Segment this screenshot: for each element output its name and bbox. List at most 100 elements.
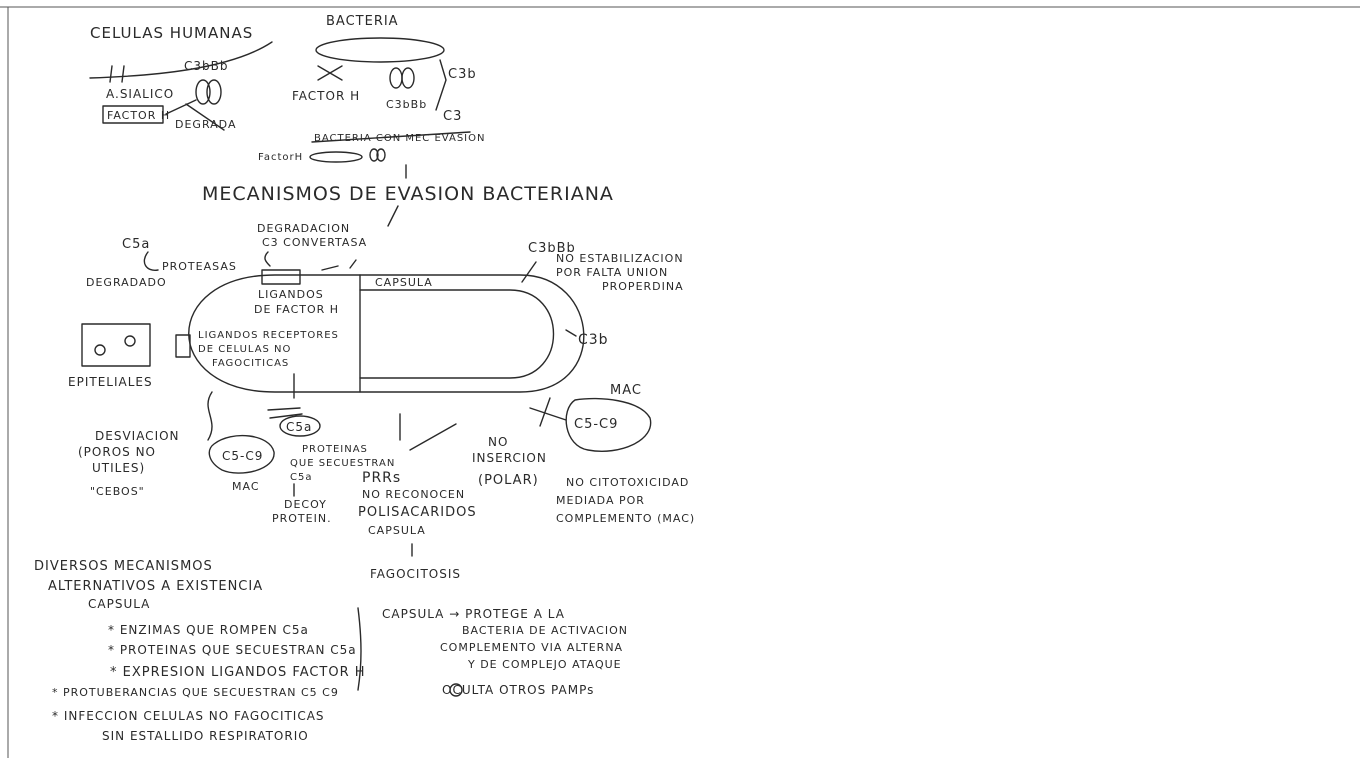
label-fagocitosis: FAGOCITOSIS: [370, 567, 461, 581]
label-decoy-2: PROTEIN.: [272, 512, 332, 525]
prrs-cross-line: [409, 423, 457, 451]
bracket-line: [357, 607, 362, 691]
c5a-hatch: [267, 407, 303, 419]
label-no-estab-2: POR FALTA UNION: [556, 266, 668, 279]
label-c3b-right: C3b: [578, 332, 609, 348]
label-proteinas-1: PROTEINAS: [302, 444, 368, 455]
label-no-cito-1: NO CITOTOXICIDAD: [566, 476, 689, 489]
mac-x-mark: [529, 397, 567, 427]
factor-h-to-c3bbb-line: [165, 99, 197, 115]
label-lig-recep-1: LIGANDOS RECEPTORES: [198, 330, 339, 341]
label-c3bbb-left: C3bBb: [184, 59, 228, 73]
label-mac-left: MAC: [232, 480, 260, 493]
label-title: MECANISMOS DE EVASION BACTERIANA: [202, 183, 614, 205]
label-diversos-1: DIVERSOS MECANISMOS: [34, 559, 213, 574]
label-bullet-5b: SIN ESTALLIDO RESPIRATORIO: [102, 729, 309, 743]
label-c3bbb-right: C3bBb: [528, 241, 576, 256]
label-c3-convertasa: C3 CONVERTASA: [262, 236, 367, 249]
label-c3b-top: C3b: [448, 67, 477, 82]
label-proteinas-3: C5a: [290, 472, 312, 483]
label-c3-top: C3: [443, 109, 462, 124]
degradacion-arrow: [264, 251, 271, 267]
c3bbb-mid-lobe-2: [401, 67, 415, 89]
title-pointer-line: [387, 205, 399, 227]
sialic-acid-tick-2: [121, 65, 125, 83]
label-ligandos-2: DE FACTOR H: [254, 303, 339, 316]
label-c3bbb-mid: C3bBb: [386, 98, 427, 111]
label-bacteria: BACTERIA: [326, 14, 399, 29]
label-bullet-5: * INFECCION CELULAS NO FAGOCITICAS: [52, 709, 325, 723]
label-capsula-protege-5: OCULTA OTROS PAMPs: [442, 683, 594, 697]
factor-h-ligand-rect: [261, 269, 301, 285]
label-no-estab-3: PROPERDINA: [602, 280, 684, 293]
label-decoy-1: DECOY: [284, 498, 327, 511]
bullet-circle: [449, 683, 463, 697]
label-no-insercion-3: (POLAR): [478, 473, 539, 488]
label-capsula-protege-3: COMPLEMENTO VIA ALTERNA: [440, 641, 623, 654]
bacteria-outline-top: [315, 37, 445, 63]
label-desviacion-1: DESVIACION: [95, 429, 180, 443]
label-bullet-2: * PROTEINAS QUE SECUESTRAN C5a: [108, 643, 357, 657]
label-no-insercion-2: INSERCION: [472, 451, 547, 465]
label-lig-recep-2: DE CELULAS NO: [198, 344, 291, 355]
surface-tick-1: [321, 265, 339, 271]
label-factor-h-mid: FACTOR H: [292, 89, 360, 103]
mac-right-blob: [565, 397, 652, 452]
degrada-cross-line: [185, 103, 225, 131]
label-factor-h-small: FactorH: [258, 152, 303, 163]
receptor-ligand-rect: [175, 334, 191, 358]
label-c5c9-left: C5-C9: [222, 449, 263, 463]
epithelial-cell-rect: [81, 323, 151, 367]
c3b-right-pointer: [565, 329, 577, 337]
label-no-estab-1: NO ESTABILIZACION: [556, 252, 684, 265]
label-no-insercion-1: NO: [488, 435, 508, 449]
label-desviacion-3: UTILES): [92, 461, 145, 475]
label-diversos-2: ALTERNATIVOS A EXISTENCIA: [48, 579, 263, 594]
label-prrs-4: CAPSULA: [368, 524, 426, 537]
label-capsula: CAPSULA: [375, 276, 433, 289]
c3bbb-left-lobe-1: [195, 79, 211, 105]
label-desviacion-2: (POROS NO: [78, 445, 156, 459]
small-bacteria-outline: [309, 151, 363, 163]
label-degradacion: DEGRADACION: [257, 222, 350, 235]
mac-left-blob: [208, 434, 275, 474]
factor-h-box: [102, 105, 164, 124]
label-capsula-protege-4: Y DE COMPLEJO ATAQUE: [467, 658, 622, 671]
label-c5c9-right: C5-C9: [574, 417, 618, 432]
c5a-circle: [279, 415, 321, 437]
label-bacteria-con-mec: BACTERIA CON MEC EVASION: [314, 133, 485, 144]
label-ligandos-1: LIGANDOS: [258, 288, 324, 301]
label-capsula-protege-2: BACTERIA DE ACTIVACION: [462, 624, 628, 637]
epithelial-nucleus-1: [94, 344, 106, 356]
label-lig-recep-3: FAGOCITICAS: [212, 358, 289, 369]
c3bbb-mid-lobe-1: [389, 67, 403, 89]
desviacion-tail: [207, 391, 213, 441]
bacteria-con-mec-underline: [311, 131, 471, 143]
factor-h-x-mark: [317, 65, 343, 81]
label-proteinas-2: QUE SECUESTRAN: [290, 458, 395, 469]
sialic-acid-tick-1: [109, 65, 113, 83]
c3b-pointer-line: [435, 59, 447, 111]
label-bullet-3: * EXPRESION LIGANDOS FACTOR H: [110, 665, 366, 680]
bacterium-body-outline: [188, 274, 585, 393]
small-c3bbb-lobe-2: [376, 148, 386, 162]
label-factor-h-box: FACTOR H: [107, 109, 170, 122]
label-prrs-3: POLISACARIDOS: [358, 505, 477, 520]
label-bullet-1: * ENZIMAS QUE ROMPEN C5a: [108, 623, 309, 637]
label-celulas-humanas: CELULAS HUMANAS: [90, 24, 253, 42]
label-no-cito-2: MEDIADA POR: [556, 494, 645, 507]
c3bbb-right-pointer: [521, 261, 537, 283]
label-capsula-protege-1: CAPSULA → PROTEGE A LA: [382, 607, 565, 621]
label-no-cito-3: COMPLEMENTO (MAC): [556, 512, 695, 525]
label-a-sialico: A.SIALICO: [106, 87, 174, 101]
label-epiteliales: EPITELIALES: [68, 375, 153, 389]
label-degradado: DEGRADADO: [86, 276, 167, 289]
label-diversos-3: CAPSULA: [88, 597, 150, 611]
label-degrada: DEGRADA: [175, 118, 236, 131]
label-proteasas: PROTEASAS: [162, 260, 237, 273]
c5a-arrow: [143, 251, 159, 271]
label-prrs-2: NO RECONOCEN: [362, 488, 465, 501]
label-c5a: C5a: [122, 237, 150, 252]
